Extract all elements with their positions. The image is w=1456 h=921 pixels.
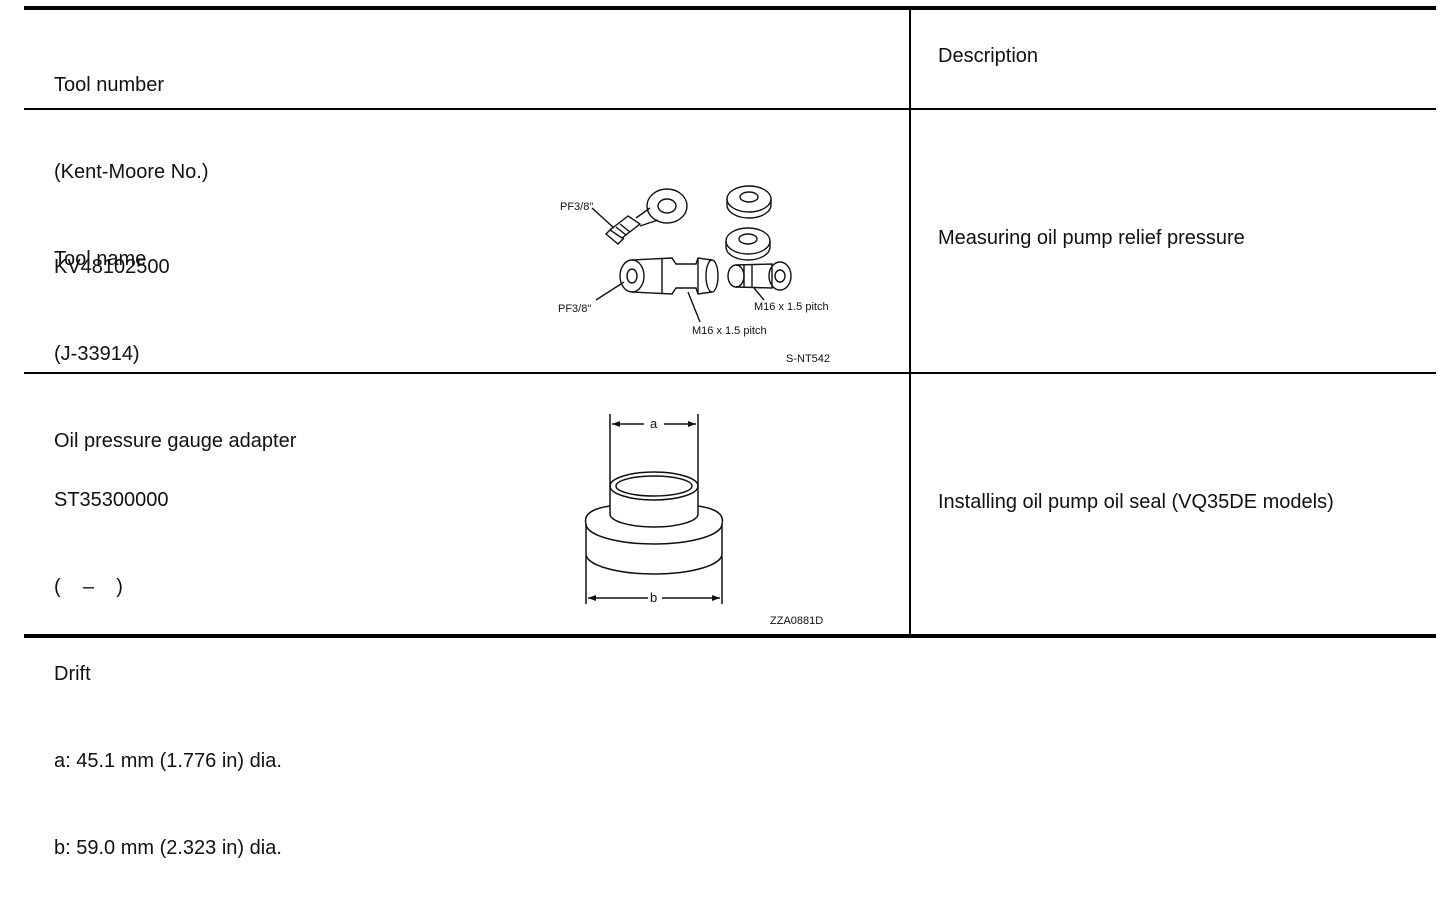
header-tool-cell: Tool number (Kent-Moore No.) Tool name — [54, 13, 209, 332]
fitting-label-pf-bottom: PF3/8" — [558, 303, 591, 315]
washer-2 — [725, 227, 771, 261]
spec-b: b: 59.0 mm (2.323 in) dia. — [54, 837, 282, 859]
tool-number: ST35300000 — [54, 489, 169, 511]
tool-name: Oil pressure gauge adapter — [54, 430, 297, 452]
table-top-rule — [24, 6, 1436, 10]
column-divider — [909, 10, 911, 634]
tool-description: Measuring oil pump relief pressure — [938, 227, 1245, 249]
tool-description: Installing oil pump oil seal (VQ35DE mod… — [938, 491, 1334, 513]
kent-moore-number: (J-33914) — [54, 343, 140, 365]
header-tool-number: Tool number — [54, 74, 165, 96]
table-row: ST35300000 ( – ) Drift a: 45.1 mm (1.776… — [54, 428, 282, 921]
header-tool-name: Tool name — [54, 248, 147, 270]
union-body — [619, 257, 719, 295]
special-tools-table: Tool number (Kent-Moore No.) Tool name D… — [24, 6, 1436, 859]
kent-moore-number: ( – ) — [54, 576, 123, 598]
header-divider — [24, 108, 1436, 110]
oil-pressure-gauge-adapter-illustration: PF3/8" PF3/8" M16 x 1.5 pitch M16 x 1.5 … — [558, 185, 830, 364]
fitting-label-m16-right: M16 x 1.5 pitch — [754, 301, 829, 313]
union-bolt — [727, 261, 792, 291]
table-row: KV48102500 (J-33914) Oil pressure gauge … — [54, 195, 296, 514]
table-bottom-rule — [24, 634, 1436, 638]
tool-name: Drift — [54, 663, 91, 685]
figure-id-zza0881d: ZZA0881D — [770, 615, 823, 627]
adapter-fitting-top — [604, 188, 688, 245]
fitting-label-pf-top: PF3/8" — [560, 201, 593, 213]
dimension-a-label: a — [650, 416, 658, 431]
spec-a: a: 45.1 mm (1.776 in) dia. — [54, 750, 282, 772]
header-description: Description — [938, 45, 1039, 67]
tool-number: KV48102500 — [54, 256, 170, 278]
figure-id-s-nt542: S-NT542 — [786, 353, 830, 364]
dimension-b-label: b — [650, 590, 657, 605]
fitting-label-m16-bottom: M16 x 1.5 pitch — [692, 325, 767, 337]
drift-illustration: a b ZZA0881D — [584, 414, 823, 627]
header-kent-moore: (Kent-Moore No.) — [54, 161, 209, 183]
washer-1 — [726, 185, 772, 219]
row-divider — [24, 372, 1436, 374]
